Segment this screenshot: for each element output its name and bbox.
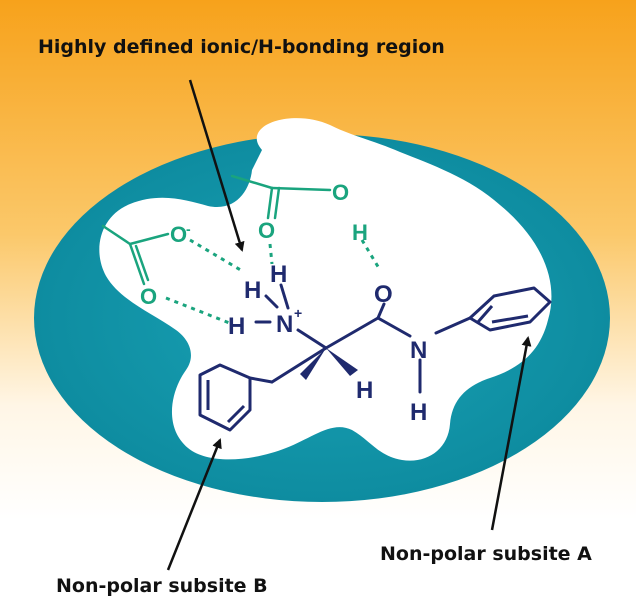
pointer-arrows [166, 79, 532, 571]
atom-o-left: O [140, 284, 157, 309]
bond-carbonyl-n [376, 316, 412, 338]
atom-h-green: H [352, 220, 368, 245]
bond-calpha-ch2 [270, 346, 328, 384]
bond-n-h-upper [264, 294, 279, 309]
bond-n-h-top [279, 283, 290, 310]
binding-region-blob [99, 118, 552, 461]
atom-o-carbonyl: O [374, 281, 393, 308]
atom-h-amide: H [410, 399, 427, 426]
bond-ch2-phenyl-b [248, 376, 274, 384]
atom-o-minus: O [170, 222, 187, 247]
hydrogen-bonds [165, 238, 382, 326]
charge-o-minus: - [186, 221, 191, 237]
arrow-ionic-region [188, 79, 245, 252]
bond-n-phenyl-a [434, 316, 472, 335]
charge-n-plus: + [294, 305, 302, 321]
wedge-bond-ch2 [300, 348, 326, 380]
arrow-subsite-b [166, 438, 222, 571]
phenyl-ring-b [198, 363, 252, 432]
label-ionic-region: Highly defined ionic/H-bonding region [38, 36, 445, 58]
atom-o-top-right: O [332, 180, 349, 205]
bond-carbonyl-o [376, 302, 386, 320]
atom-h-nh3-left: H [244, 277, 261, 304]
atom-h-alpha: H [356, 377, 373, 404]
phenyl-ring-a [468, 286, 552, 332]
acetic-acid-top [230, 174, 332, 220]
wedge-bond-alpha-h [326, 348, 358, 376]
atom-h-nh3-bottom: H [228, 313, 245, 340]
label-subsite-a: Non-polar subsite A [380, 543, 592, 565]
label-subsite-b: Non-polar subsite B [56, 575, 268, 597]
atom-n-plus: N [276, 311, 293, 338]
atom-n-amide: N [410, 337, 427, 364]
bond-calpha-ccarbonyl [324, 316, 380, 350]
atom-o-top: O [258, 218, 275, 243]
arrow-subsite-a [490, 336, 532, 531]
atom-h-nh3-top: H [270, 261, 287, 288]
molecule [248, 283, 472, 394]
acetate-left [101, 224, 170, 286]
bond-n-calpha [296, 328, 328, 350]
